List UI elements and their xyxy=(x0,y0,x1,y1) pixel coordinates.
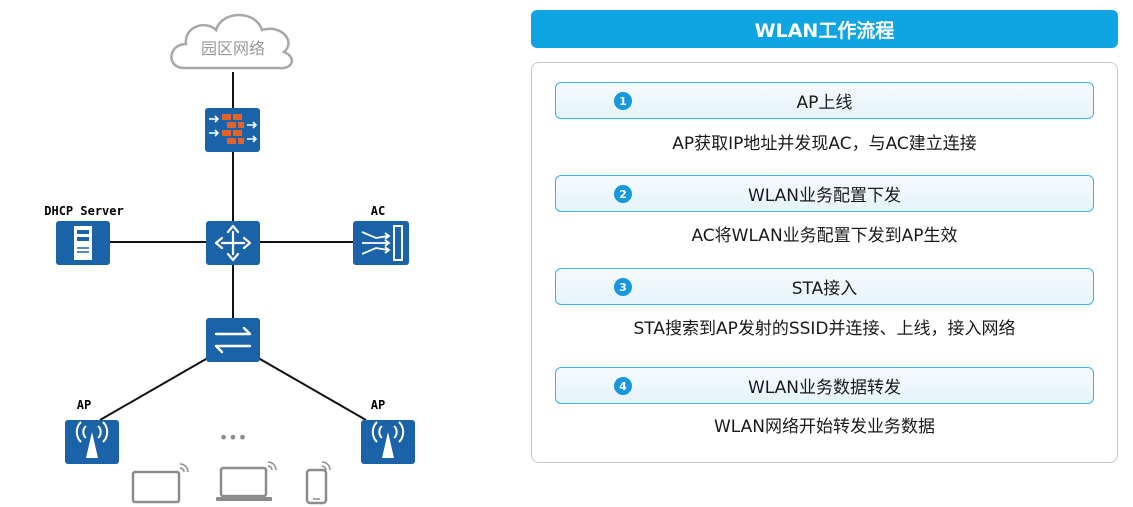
network-topology: 园区网络 xyxy=(44,13,415,505)
cloud-icon: 园区网络 xyxy=(170,13,294,70)
ac-controller-icon xyxy=(353,221,409,265)
step-description: STA搜索到AP发射的SSID并连接、上线，接入网络 xyxy=(633,319,1016,339)
wifi-signal-icon xyxy=(179,463,189,473)
wifi-signal-icon xyxy=(267,461,277,471)
wifi-signal-icon xyxy=(321,461,331,471)
step-description: AC将WLAN业务配置下发到AP生效 xyxy=(691,226,958,246)
dhcp-server-icon xyxy=(56,221,110,265)
ap-right-label: AP xyxy=(371,398,385,412)
link-access-ap-right xyxy=(252,354,367,421)
ac-label: AC xyxy=(371,204,385,218)
cloud-label: 园区网络 xyxy=(201,39,265,58)
step-number-badge: 2 xyxy=(614,185,632,203)
step-title: WLAN业务数据转发 xyxy=(747,378,902,398)
ellipsis: ••• xyxy=(219,428,247,447)
step-title: WLAN业务配置下发 xyxy=(747,186,902,206)
step-number-badge: 4 xyxy=(614,377,632,395)
step-4: 4 WLAN业务数据转发 xyxy=(555,367,1094,404)
ap-icon xyxy=(361,420,415,464)
ap-icon xyxy=(65,420,119,464)
step-description: WLAN网络开始转发业务数据 xyxy=(713,417,936,437)
step-3: 3 STA接入 xyxy=(555,268,1094,305)
ap-left-label: AP xyxy=(77,398,91,412)
firewall-icon xyxy=(205,108,260,152)
step-title: STA接入 xyxy=(791,279,858,299)
access-switch-icon xyxy=(206,318,260,362)
tablet-icon xyxy=(131,463,189,504)
step-2: 2 WLAN业务配置下发 xyxy=(555,175,1094,212)
laptop-icon xyxy=(216,461,277,501)
link-access-ap-left xyxy=(99,354,214,421)
dhcp-server-label: DHCP Server xyxy=(44,204,123,218)
connection-lines xyxy=(99,72,367,421)
step-description: AP获取IP地址并发现AC，与AC建立连接 xyxy=(672,134,977,154)
step-number-badge: 3 xyxy=(614,278,632,296)
step-1: 1 AP上线 xyxy=(555,82,1094,119)
core-switch-icon xyxy=(206,221,260,265)
phone-icon xyxy=(305,461,331,505)
step-number-badge: 1 xyxy=(614,92,632,110)
step-title: AP上线 xyxy=(796,93,853,113)
flow-title: WLAN工作流程 xyxy=(531,10,1118,48)
